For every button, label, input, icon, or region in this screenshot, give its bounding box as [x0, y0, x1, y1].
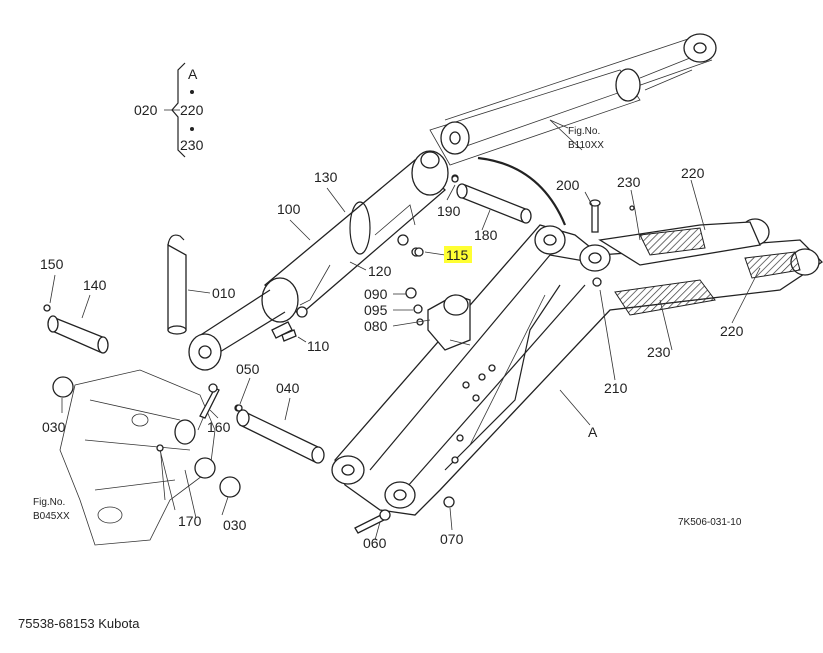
label-230-group: 230: [180, 137, 204, 153]
label-070: 070: [440, 531, 464, 547]
label-180: 180: [474, 227, 498, 243]
label-020: 020: [134, 102, 158, 118]
label-140: 140: [83, 277, 107, 293]
arm-cylinder: [188, 150, 449, 371]
label-030-left: 030: [42, 419, 66, 435]
boom-cylinder-ref-drawing: [429, 33, 717, 166]
label-100: 100: [277, 201, 301, 217]
label-120: 120: [368, 263, 392, 279]
label-030-right: 030: [223, 517, 247, 533]
part-labels: A 020 220 230 130 100 120 010 150 140 03…: [33, 66, 744, 551]
small-fasteners: [159, 175, 601, 534]
label-160: 160: [207, 419, 231, 435]
bullet-dot: [190, 90, 194, 94]
label-090: 090: [364, 286, 388, 302]
fig-ref-b045-label: Fig.No.: [33, 497, 65, 508]
pin-140: [43, 304, 109, 354]
fig-ref-b110-id: B110XX: [568, 140, 604, 151]
label-a-arm: A: [588, 424, 598, 440]
label-220-group: 220: [180, 102, 204, 118]
label-220-top: 220: [681, 165, 705, 181]
label-a-top: A: [188, 66, 198, 82]
label-230-right: 230: [647, 344, 671, 360]
label-170: 170: [178, 513, 202, 529]
label-210: 210: [604, 380, 628, 396]
highlight-115: [444, 246, 472, 263]
label-010: 010: [212, 285, 236, 301]
pin-040: [234, 404, 325, 464]
label-150: 150: [40, 256, 64, 272]
part-caption: 75538-68153 Kubota: [18, 616, 140, 631]
leader-lines: [49, 62, 761, 541]
fig-ref-b110-label: Fig.No.: [568, 126, 600, 137]
drawing-number: 7K506-031-10: [678, 517, 742, 528]
label-040: 040: [276, 380, 300, 396]
label-200: 200: [556, 177, 580, 193]
arm-assembly: [331, 156, 823, 516]
pin-180: [451, 174, 532, 224]
pin-010: [167, 234, 187, 335]
label-110: 110: [307, 338, 330, 354]
label-190: 190: [437, 203, 461, 219]
fig-ref-b045-id: B045XX: [33, 511, 70, 522]
label-050: 050: [236, 361, 260, 377]
label-130: 130: [314, 169, 338, 185]
bullet-dot: [190, 127, 194, 131]
label-080: 080: [364, 318, 388, 334]
label-220-right: 220: [720, 323, 744, 339]
label-095: 095: [364, 302, 388, 318]
label-115: 115: [446, 247, 469, 263]
swing-bracket-ref-drawing: [52, 369, 241, 546]
bracket-080: [405, 287, 471, 351]
label-060: 060: [363, 535, 387, 551]
label-230-top: 230: [617, 174, 641, 190]
